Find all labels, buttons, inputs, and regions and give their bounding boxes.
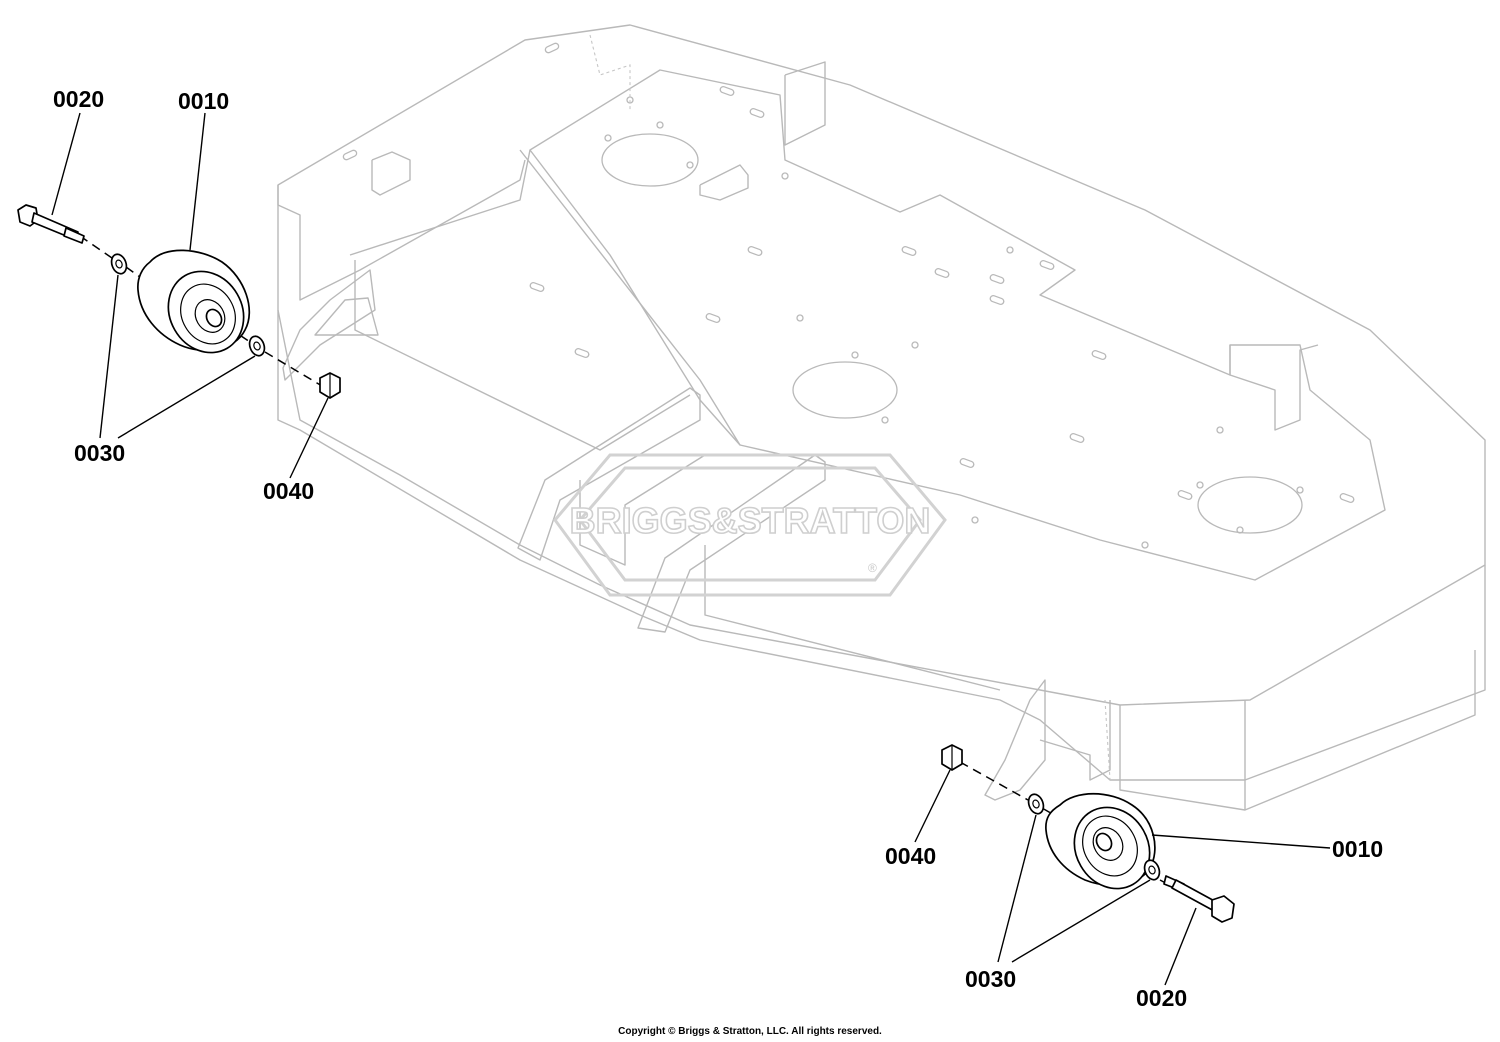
- left-wheel: [137, 249, 251, 354]
- brand-watermark: BRIGGS&STRATTON ®: [553, 453, 947, 597]
- right-bolt: [1163, 875, 1235, 923]
- right-nut: [941, 744, 963, 771]
- deck-inner-ridge: [354, 260, 691, 451]
- callout-0030-right: 0030: [965, 966, 1017, 992]
- deck-top-bracket: [784, 61, 826, 146]
- watermark-registered-mark: ®: [868, 561, 877, 575]
- left-bolt: [17, 204, 85, 244]
- right-wheel: [1045, 792, 1156, 890]
- left-nut: [319, 372, 341, 399]
- left-wheel-bracket-gusset: [314, 297, 379, 336]
- watermark-hexagon-outline: [553, 453, 947, 597]
- deck-hidden-line-1: [589, 34, 631, 110]
- mower-deck: [277, 24, 1486, 811]
- copyright-notice: Copyright © Briggs & Stratton, LLC. All …: [618, 1026, 882, 1037]
- deck-top-plate: [529, 69, 1386, 581]
- left-wheel-bracket: [282, 269, 376, 381]
- deck-small-bracket: [699, 164, 749, 201]
- right-washer-outer: [1143, 859, 1161, 881]
- deck-top-outline: [277, 24, 1486, 706]
- leader-0040-left: [289, 397, 329, 479]
- deck-left-wall: [277, 159, 526, 301]
- spindle-opening-2: [792, 361, 898, 419]
- leader-0040-right: [914, 769, 951, 843]
- leader-0020-right: [1164, 907, 1197, 986]
- leader-0030-right-b: [1011, 879, 1151, 963]
- deck-skirt-lower: [1119, 650, 1476, 811]
- right-wheel-bracket: [984, 679, 1046, 801]
- left-washer-inner: [248, 335, 266, 357]
- callout-0010-left: 0010: [178, 88, 230, 114]
- deck-hidden-line-2: [1104, 699, 1111, 781]
- right-washer-inner: [1027, 793, 1045, 815]
- callout-0040-left: 0040: [263, 478, 315, 504]
- leader-0020-left: [51, 112, 81, 216]
- right-bracket-box: [1039, 700, 1111, 781]
- callout-0010-right: 0010: [1332, 836, 1384, 862]
- callout-0020-right: 0020: [1136, 985, 1188, 1011]
- callout-0030-left: 0030: [74, 440, 126, 466]
- left-washer-outer: [110, 253, 128, 275]
- front-bracket-1: [517, 387, 701, 561]
- left-wheel-assembly: [17, 112, 341, 479]
- leader-0010-right: [1151, 834, 1331, 849]
- spindle-opening-3: [1197, 476, 1303, 534]
- deck-right-bracket: [1229, 344, 1319, 431]
- front-bracket-2: [637, 454, 826, 633]
- leader-0030-left-b: [117, 355, 256, 439]
- watermark-hexagon-inner: [578, 466, 922, 582]
- right-wheel-assembly: [914, 744, 1331, 986]
- leader-0030-right-a: [997, 814, 1037, 963]
- front-bracket-box: [579, 454, 706, 566]
- watermark-text: BRIGGS&STRATTON: [570, 500, 931, 541]
- deck-slots: [342, 42, 1355, 504]
- leader-0010-left: [189, 112, 206, 251]
- leader-0030-left-a: [99, 274, 119, 439]
- deck-channel-left: [519, 149, 741, 446]
- callout-0040-right: 0040: [885, 843, 937, 869]
- deck-skirt-front: [277, 310, 1486, 781]
- deck-left-bracket: [371, 151, 411, 196]
- deck-channel-left-edge: [349, 149, 531, 256]
- spindle-opening-1: [601, 133, 699, 187]
- deck-bolt-holes: [604, 96, 1304, 549]
- callout-0020-left: 0020: [53, 86, 105, 112]
- front-bracket-box-2: [704, 545, 1001, 691]
